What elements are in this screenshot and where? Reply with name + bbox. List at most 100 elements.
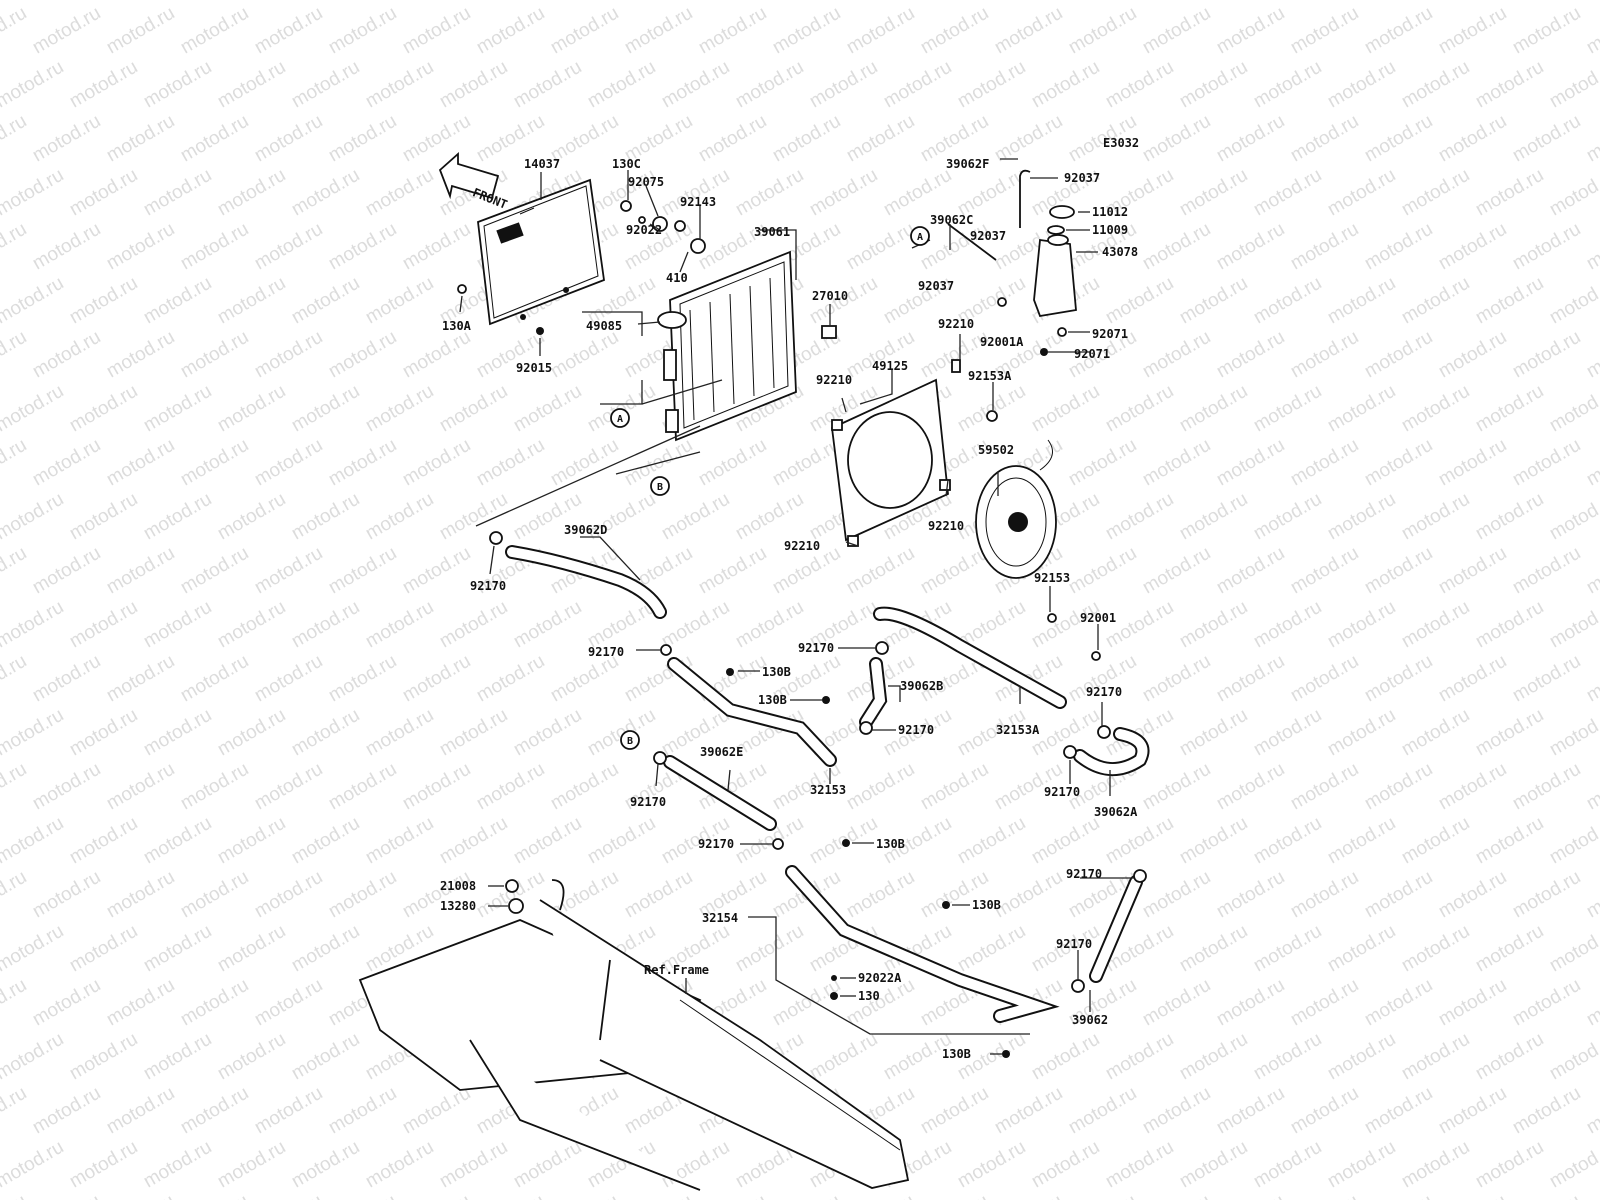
clamp-92170j (1071, 979, 1085, 993)
watermark-text: motod.ru (1250, 921, 1325, 977)
clamp-92170f (1063, 745, 1077, 759)
watermark-text: motod.ru (1546, 1029, 1600, 1085)
watermark-text: motod.ru (1213, 219, 1288, 275)
hose-39062F (1019, 169, 1031, 228)
watermark-text: motod.ru (399, 759, 474, 815)
watermark-text: motod.ru (732, 165, 807, 221)
watermark-text: motod.ru (325, 867, 400, 923)
bolt-130B-4 (942, 901, 950, 909)
watermark-text: motod.ru (1213, 543, 1288, 599)
watermark-text: motod.ru (66, 57, 141, 113)
damper-410 (690, 238, 706, 254)
watermark-text: motod.ru (547, 327, 622, 383)
watermark-text: motod.ru (1583, 327, 1600, 383)
label-92075: 92075 (628, 175, 664, 189)
watermark-text: motod.ru (843, 3, 918, 59)
watermark-text: motod.ru (1435, 1191, 1510, 1200)
watermark-text: motod.ru (325, 651, 400, 707)
watermark-text: motod.ru (1361, 651, 1436, 707)
watermark-text: motod.ru (1398, 813, 1473, 869)
watermark-text: motod.ru (510, 1137, 585, 1193)
watermark-text: motod.ru (177, 1083, 252, 1139)
watermark-text: motod.ru (547, 1191, 622, 1200)
watermark-text: motod.ru (954, 0, 1029, 4)
cooling-fan (975, 439, 1057, 579)
watermark-text: motod.ru (29, 651, 104, 707)
label-39062C: 39062C (930, 213, 973, 227)
watermark-text: motod.ru (214, 381, 289, 437)
watermark-text: motod.ru (1583, 1191, 1600, 1200)
watermark-text: motod.ru (658, 489, 733, 545)
radiator-cap-49085 (657, 311, 687, 329)
svg-text:B: B (657, 482, 663, 493)
bolt-130B-5 (1002, 1050, 1010, 1058)
label-130B-2: 130B (758, 693, 787, 707)
watermark-text: motod.ru (0, 543, 30, 599)
label-92210-c: 92210 (928, 519, 964, 533)
watermark-text: motod.ru (66, 813, 141, 869)
watermark-text: motod.ru (0, 489, 67, 545)
watermark-text: motod.ru (991, 867, 1066, 923)
watermark-text: motod.ru (103, 1191, 178, 1200)
watermark-text: motod.ru (584, 813, 659, 869)
watermark-text: motod.ru (658, 597, 733, 653)
label-130C: 130C (612, 157, 641, 171)
label-92022A: 92022A (858, 971, 902, 985)
watermark-text: motod.ru (177, 111, 252, 167)
ref-marker-B-lower: B (620, 730, 640, 750)
watermark-text: motod.ru (362, 273, 437, 329)
watermark-text: motod.ru (1287, 867, 1362, 923)
watermark-text: motod.ru (1435, 435, 1510, 491)
label-130A: 130A (442, 319, 472, 333)
label-92170-e: 92170 (898, 723, 934, 737)
label-92210-b: 92210 (816, 373, 852, 387)
watermark-text: motod.ru (436, 381, 511, 437)
watermark-text: motod.ru (1324, 165, 1399, 221)
bolt-130B-3 (842, 839, 850, 847)
watermark-text: motod.ru (843, 1191, 918, 1200)
watermark-text: motod.ru (954, 57, 1029, 113)
watermark-text: motod.ru (695, 1191, 770, 1200)
watermark-text: motod.ru (29, 1191, 104, 1200)
watermark-text: motod.ru (547, 3, 622, 59)
watermark-text: motod.ru (103, 867, 178, 923)
watermark-text: motod.ru (29, 219, 104, 275)
watermark-text: motod.ru (177, 327, 252, 383)
watermark-text: motod.ru (0, 57, 67, 113)
watermark-text: motod.ru (954, 165, 1029, 221)
watermark-text: motod.ru (1546, 57, 1600, 113)
watermark-text: motod.ru (1102, 813, 1177, 869)
label-130: 130 (858, 989, 880, 1003)
watermark-text: motod.ru (1324, 1029, 1399, 1085)
watermark-text: motod.ru (1361, 3, 1436, 59)
watermark-text: motod.ru (473, 1191, 548, 1200)
watermark-text: motod.ru (1139, 435, 1214, 491)
watermark-text: motod.ru (0, 705, 67, 761)
label-92170-d: 92170 (1086, 685, 1122, 699)
watermark-text: motod.ru (0, 759, 30, 815)
label-49125: 49125 (872, 359, 908, 373)
watermark-text: motod.ru (66, 705, 141, 761)
watermark-text: motod.ru (1472, 1137, 1547, 1193)
watermark-text: motod.ru (1509, 3, 1584, 59)
watermark-text: motod.ru (325, 327, 400, 383)
watermark-text: motod.ru (29, 759, 104, 815)
watermark-text: motod.ru (1287, 651, 1362, 707)
watermark-text: motod.ru (1398, 921, 1473, 977)
watermark-text: motod.ru (658, 57, 733, 113)
watermark-text: motod.ru (917, 219, 992, 275)
watermark-text: motod.ru (251, 543, 326, 599)
watermark-text: motod.ru (140, 0, 215, 4)
label-92071-a: 92071 (1092, 327, 1128, 341)
ref-marker-A-left: A (610, 408, 630, 428)
watermark-text: motod.ru (103, 543, 178, 599)
label-92210-d: 92210 (784, 539, 820, 553)
watermark-text: motod.ru (473, 3, 548, 59)
watermark-text: motod.ru (436, 813, 511, 869)
watermark-text: motod.ru (0, 381, 67, 437)
clamp-92170e (1097, 725, 1111, 739)
fan-switch-27010 (821, 325, 837, 339)
watermark-text: motod.ru (0, 219, 30, 275)
watermark-text: motod.ru (1102, 1029, 1177, 1085)
watermark-text: motod.ru (880, 165, 955, 221)
